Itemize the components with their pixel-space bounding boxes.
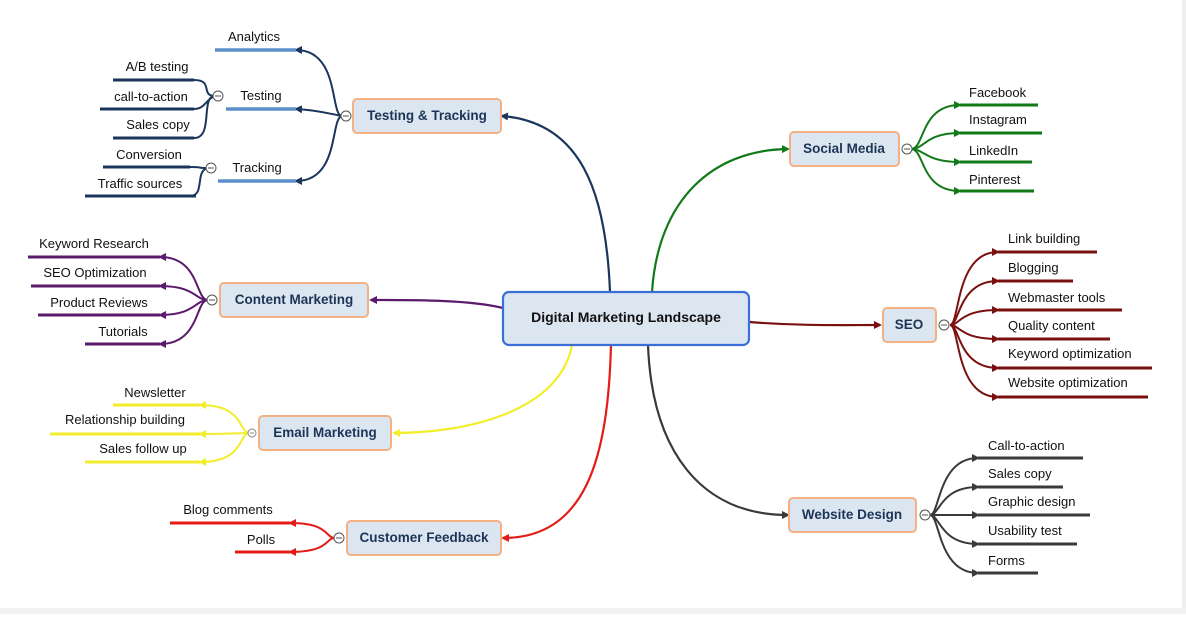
leaf-sales-follow-up[interactable]: Sales follow up bbox=[99, 441, 186, 456]
leaf-pinterest[interactable]: Pinterest bbox=[969, 172, 1021, 187]
leaf-sales-copy-web[interactable]: Sales copy bbox=[988, 466, 1052, 481]
topic-social-media[interactable]: Social Media bbox=[789, 131, 900, 167]
topic-label: Email Marketing bbox=[273, 425, 377, 440]
leaf-call-to-action[interactable]: call-to-action bbox=[114, 89, 188, 104]
connector-seo bbox=[748, 320, 882, 330]
topic-label: Customer Feedback bbox=[359, 530, 489, 545]
center-topic[interactable]: Digital Marketing Landscape bbox=[501, 290, 751, 347]
subtopic-testing[interactable]: Testing bbox=[240, 88, 281, 103]
leaf-call-to-action-web[interactable]: Call-to-action bbox=[988, 438, 1065, 453]
leaf-newsletter[interactable]: Newsletter bbox=[124, 385, 186, 400]
leaf-conversion[interactable]: Conversion bbox=[116, 147, 182, 162]
leaf-link-building[interactable]: Link building bbox=[1008, 231, 1080, 246]
topic-label: Testing & Tracking bbox=[367, 108, 487, 123]
leaf-keyword-optimization[interactable]: Keyword optimization bbox=[1008, 346, 1132, 361]
branch-customer-feedback bbox=[170, 519, 336, 556]
branch-content-marketing bbox=[28, 253, 209, 348]
branch-social-media bbox=[910, 101, 1042, 195]
topic-label: SEO bbox=[895, 317, 924, 332]
leaf-blogging[interactable]: Blogging bbox=[1008, 260, 1059, 275]
topic-label: Content Marketing bbox=[235, 292, 354, 307]
connector-content bbox=[369, 296, 504, 310]
leaf-blog-comments[interactable]: Blog comments bbox=[183, 502, 273, 517]
topic-website-design[interactable]: Website Design bbox=[788, 497, 917, 533]
collapse-toggle-icon[interactable] bbox=[340, 110, 352, 122]
leaf-polls[interactable]: Polls bbox=[247, 532, 276, 547]
connector-testing bbox=[500, 112, 612, 293]
collapse-toggle-icon[interactable] bbox=[206, 294, 218, 306]
connector-feedback bbox=[501, 344, 613, 542]
connector-web bbox=[646, 344, 790, 519]
topic-testing-tracking[interactable]: Testing & Tracking bbox=[352, 98, 502, 134]
scrollbar-track-horizontal[interactable] bbox=[0, 608, 1186, 614]
branch-testing-tracking bbox=[85, 46, 343, 198]
collapse-toggle-icon[interactable] bbox=[247, 428, 257, 438]
leaf-traffic-sources[interactable]: Traffic sources bbox=[98, 176, 183, 191]
topic-email-marketing[interactable]: Email Marketing bbox=[258, 415, 392, 451]
connector-email bbox=[392, 344, 574, 437]
collapse-toggle-icon[interactable] bbox=[901, 143, 913, 155]
leaf-instagram[interactable]: Instagram bbox=[969, 112, 1027, 127]
topic-label: Website Design bbox=[802, 507, 902, 522]
leaf-tutorials[interactable]: Tutorials bbox=[98, 324, 148, 339]
leaf-website-optimization[interactable]: Website optimization bbox=[1008, 375, 1128, 390]
topic-content-marketing[interactable]: Content Marketing bbox=[219, 282, 369, 318]
leaf-ab-testing[interactable]: A/B testing bbox=[126, 59, 189, 74]
branch-website-design bbox=[929, 454, 1090, 577]
leaf-sales-copy[interactable]: Sales copy bbox=[126, 117, 190, 132]
collapse-toggle-icon[interactable] bbox=[938, 319, 950, 331]
leaf-forms[interactable]: Forms bbox=[988, 553, 1025, 568]
leaf-quality-content[interactable]: Quality content bbox=[1008, 318, 1095, 333]
leaf-relationship-building[interactable]: Relationship building bbox=[65, 412, 185, 427]
scrollbar-track-vertical[interactable] bbox=[1182, 0, 1186, 614]
leaf-facebook[interactable]: Facebook bbox=[969, 85, 1027, 100]
branch-seo bbox=[949, 248, 1152, 401]
connector-social bbox=[650, 145, 790, 293]
leaf-linkedin[interactable]: LinkedIn bbox=[969, 143, 1018, 158]
collapse-toggle-icon[interactable] bbox=[333, 532, 345, 544]
leaf-webmaster-tools[interactable]: Webmaster tools bbox=[1008, 290, 1106, 305]
leaf-keyword-research[interactable]: Keyword Research bbox=[39, 236, 149, 251]
collapse-toggle-icon[interactable] bbox=[205, 162, 217, 174]
subtopic-analytics[interactable]: Analytics bbox=[228, 29, 281, 44]
topic-label: Social Media bbox=[803, 141, 885, 156]
collapse-toggle-icon[interactable] bbox=[919, 509, 931, 521]
collapse-toggle-icon[interactable] bbox=[212, 90, 224, 102]
center-topic-label: Digital Marketing Landscape bbox=[531, 309, 721, 325]
leaf-usability-test[interactable]: Usability test bbox=[988, 523, 1062, 538]
topic-customer-feedback[interactable]: Customer Feedback bbox=[346, 520, 502, 556]
leaf-graphic-design[interactable]: Graphic design bbox=[988, 494, 1075, 509]
leaf-seo-optimization[interactable]: SEO Optimization bbox=[43, 265, 146, 280]
topic-seo[interactable]: SEO bbox=[882, 307, 937, 343]
leaf-product-reviews[interactable]: Product Reviews bbox=[50, 295, 148, 310]
branch-email-marketing bbox=[50, 401, 251, 466]
subtopic-tracking[interactable]: Tracking bbox=[232, 160, 281, 175]
